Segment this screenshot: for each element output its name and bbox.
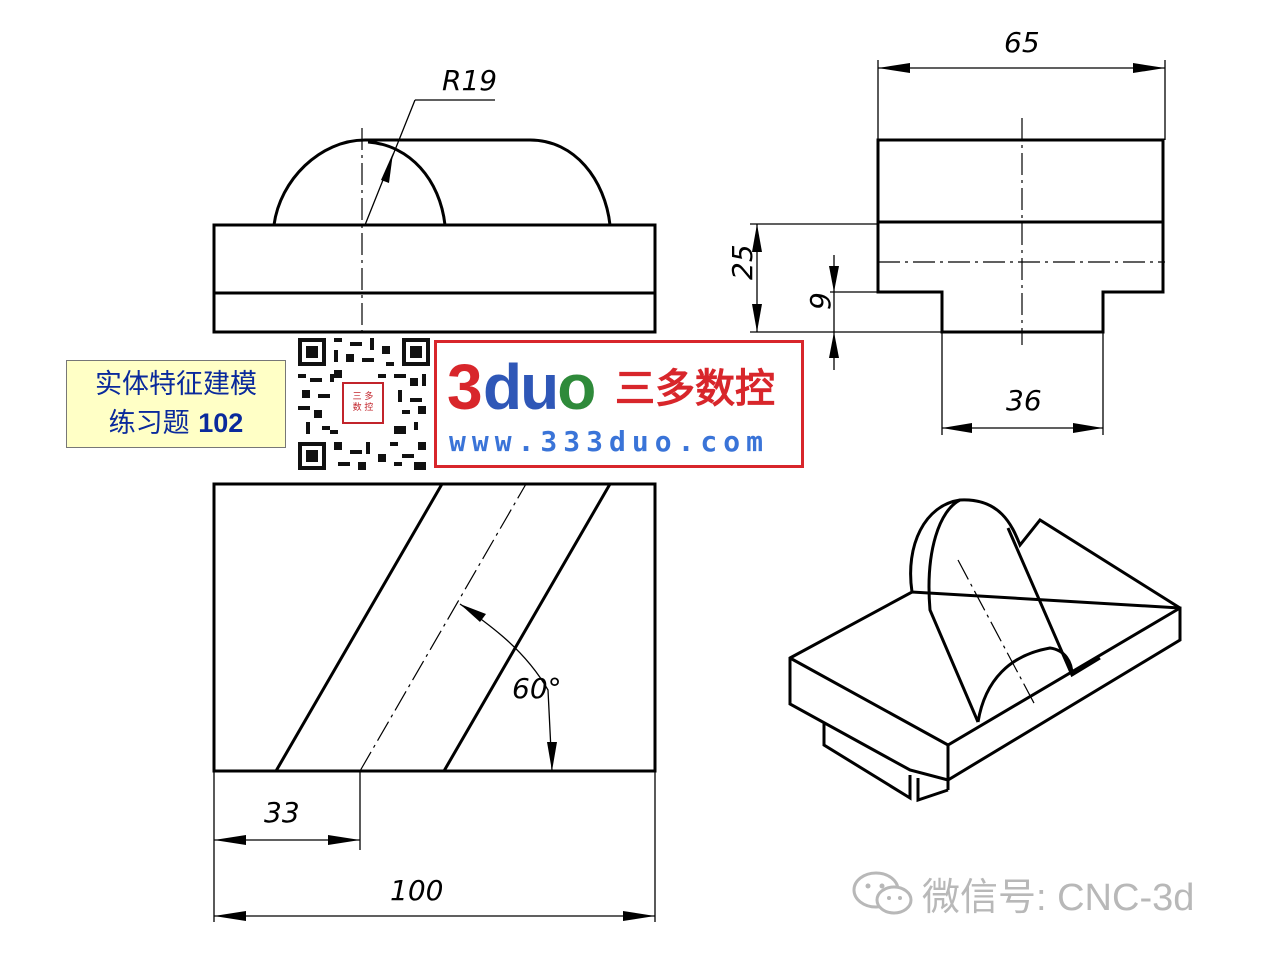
isometric-view (788, 498, 1182, 803)
length-arrow-right (623, 911, 655, 921)
front-view-base-outline (212, 223, 657, 334)
angle-label: 60° (512, 672, 562, 705)
top-view: 60° 33 100 (212, 482, 657, 922)
step-arrow-bottom (829, 332, 839, 358)
brand-logo-letter-o: o (557, 351, 596, 423)
step-label: 9 (804, 292, 837, 310)
brand-logo-letter-d: d (483, 351, 522, 423)
brand-logo-mark-3: 3 (447, 351, 483, 423)
offset-label: 33 (264, 796, 300, 829)
exercise-title-line1: 实体特征建模 (95, 368, 257, 400)
radius-arrow (381, 153, 393, 183)
length-arrow-left (214, 911, 246, 921)
brand-logo-box: 3 duo 三多数控 www.333duo.com (434, 340, 804, 468)
brand-logo-mark-duo: duo (483, 351, 596, 423)
slot-arrow-left (942, 423, 972, 433)
top-view-edge-left (274, 483, 444, 772)
top-view-edge-right (442, 483, 612, 772)
slot-label: 36 (1006, 384, 1042, 417)
qr-center-line1: 三 多 (352, 392, 374, 402)
width-arrow-left (878, 63, 910, 73)
qr-center-logo: 三 多数 控 (342, 382, 384, 424)
offset-arrow-left (214, 835, 246, 845)
side-view-outline (876, 138, 1165, 334)
iso-step (822, 722, 949, 803)
step-arrow-top (829, 266, 839, 292)
iso-centerline (957, 559, 1036, 706)
width-label: 65 (1004, 26, 1040, 59)
top-view-outline (212, 482, 657, 773)
front-view: R19 (212, 64, 657, 340)
iso-boss-outline (909, 498, 1181, 610)
top-view-centerline (359, 483, 527, 772)
qr-code: 三 多数 控 (298, 338, 430, 470)
slot-arrow-right (1073, 423, 1103, 433)
height-arrow-top (752, 224, 762, 252)
watermark-text: 微信号: CNC-3d (922, 877, 1195, 919)
brand-logo-url: www.333duo.com (449, 425, 770, 458)
wechat-watermark: 微信号: CNC-3d (852, 866, 1194, 921)
exercise-title-text: 练习题 (108, 407, 199, 439)
length-label: 100 (390, 874, 443, 907)
side-view: 65 25 9 36 (726, 26, 1166, 435)
exercise-title-line2: 练习题 102 (109, 404, 244, 443)
iso-boss-end-arc (976, 646, 1074, 723)
angle-arrow-bottom (547, 742, 557, 771)
height-arrow-bottom (752, 304, 762, 332)
height-label: 25 (726, 244, 759, 280)
width-arrow-right (1133, 63, 1165, 73)
radius-label: R19 (442, 64, 497, 97)
angle-arrow-top (460, 604, 486, 622)
offset-arrow-right (328, 835, 360, 845)
iso-base-outline (788, 590, 1182, 782)
front-view-boss-outline (272, 138, 612, 226)
iso-boss-left-edge (927, 498, 980, 723)
exercise-title-box: 实体特征建模 练习题 102 (66, 360, 286, 448)
qr-center-line2: 数 控 (352, 403, 374, 413)
exercise-number: 102 (198, 407, 244, 438)
brand-logo-chinese: 三多数控 (615, 366, 775, 412)
qr-code-pattern (298, 338, 430, 470)
wechat-icon (852, 871, 913, 914)
brand-logo-letter-u: u (520, 351, 559, 423)
front-view-boss-arc (367, 140, 447, 226)
